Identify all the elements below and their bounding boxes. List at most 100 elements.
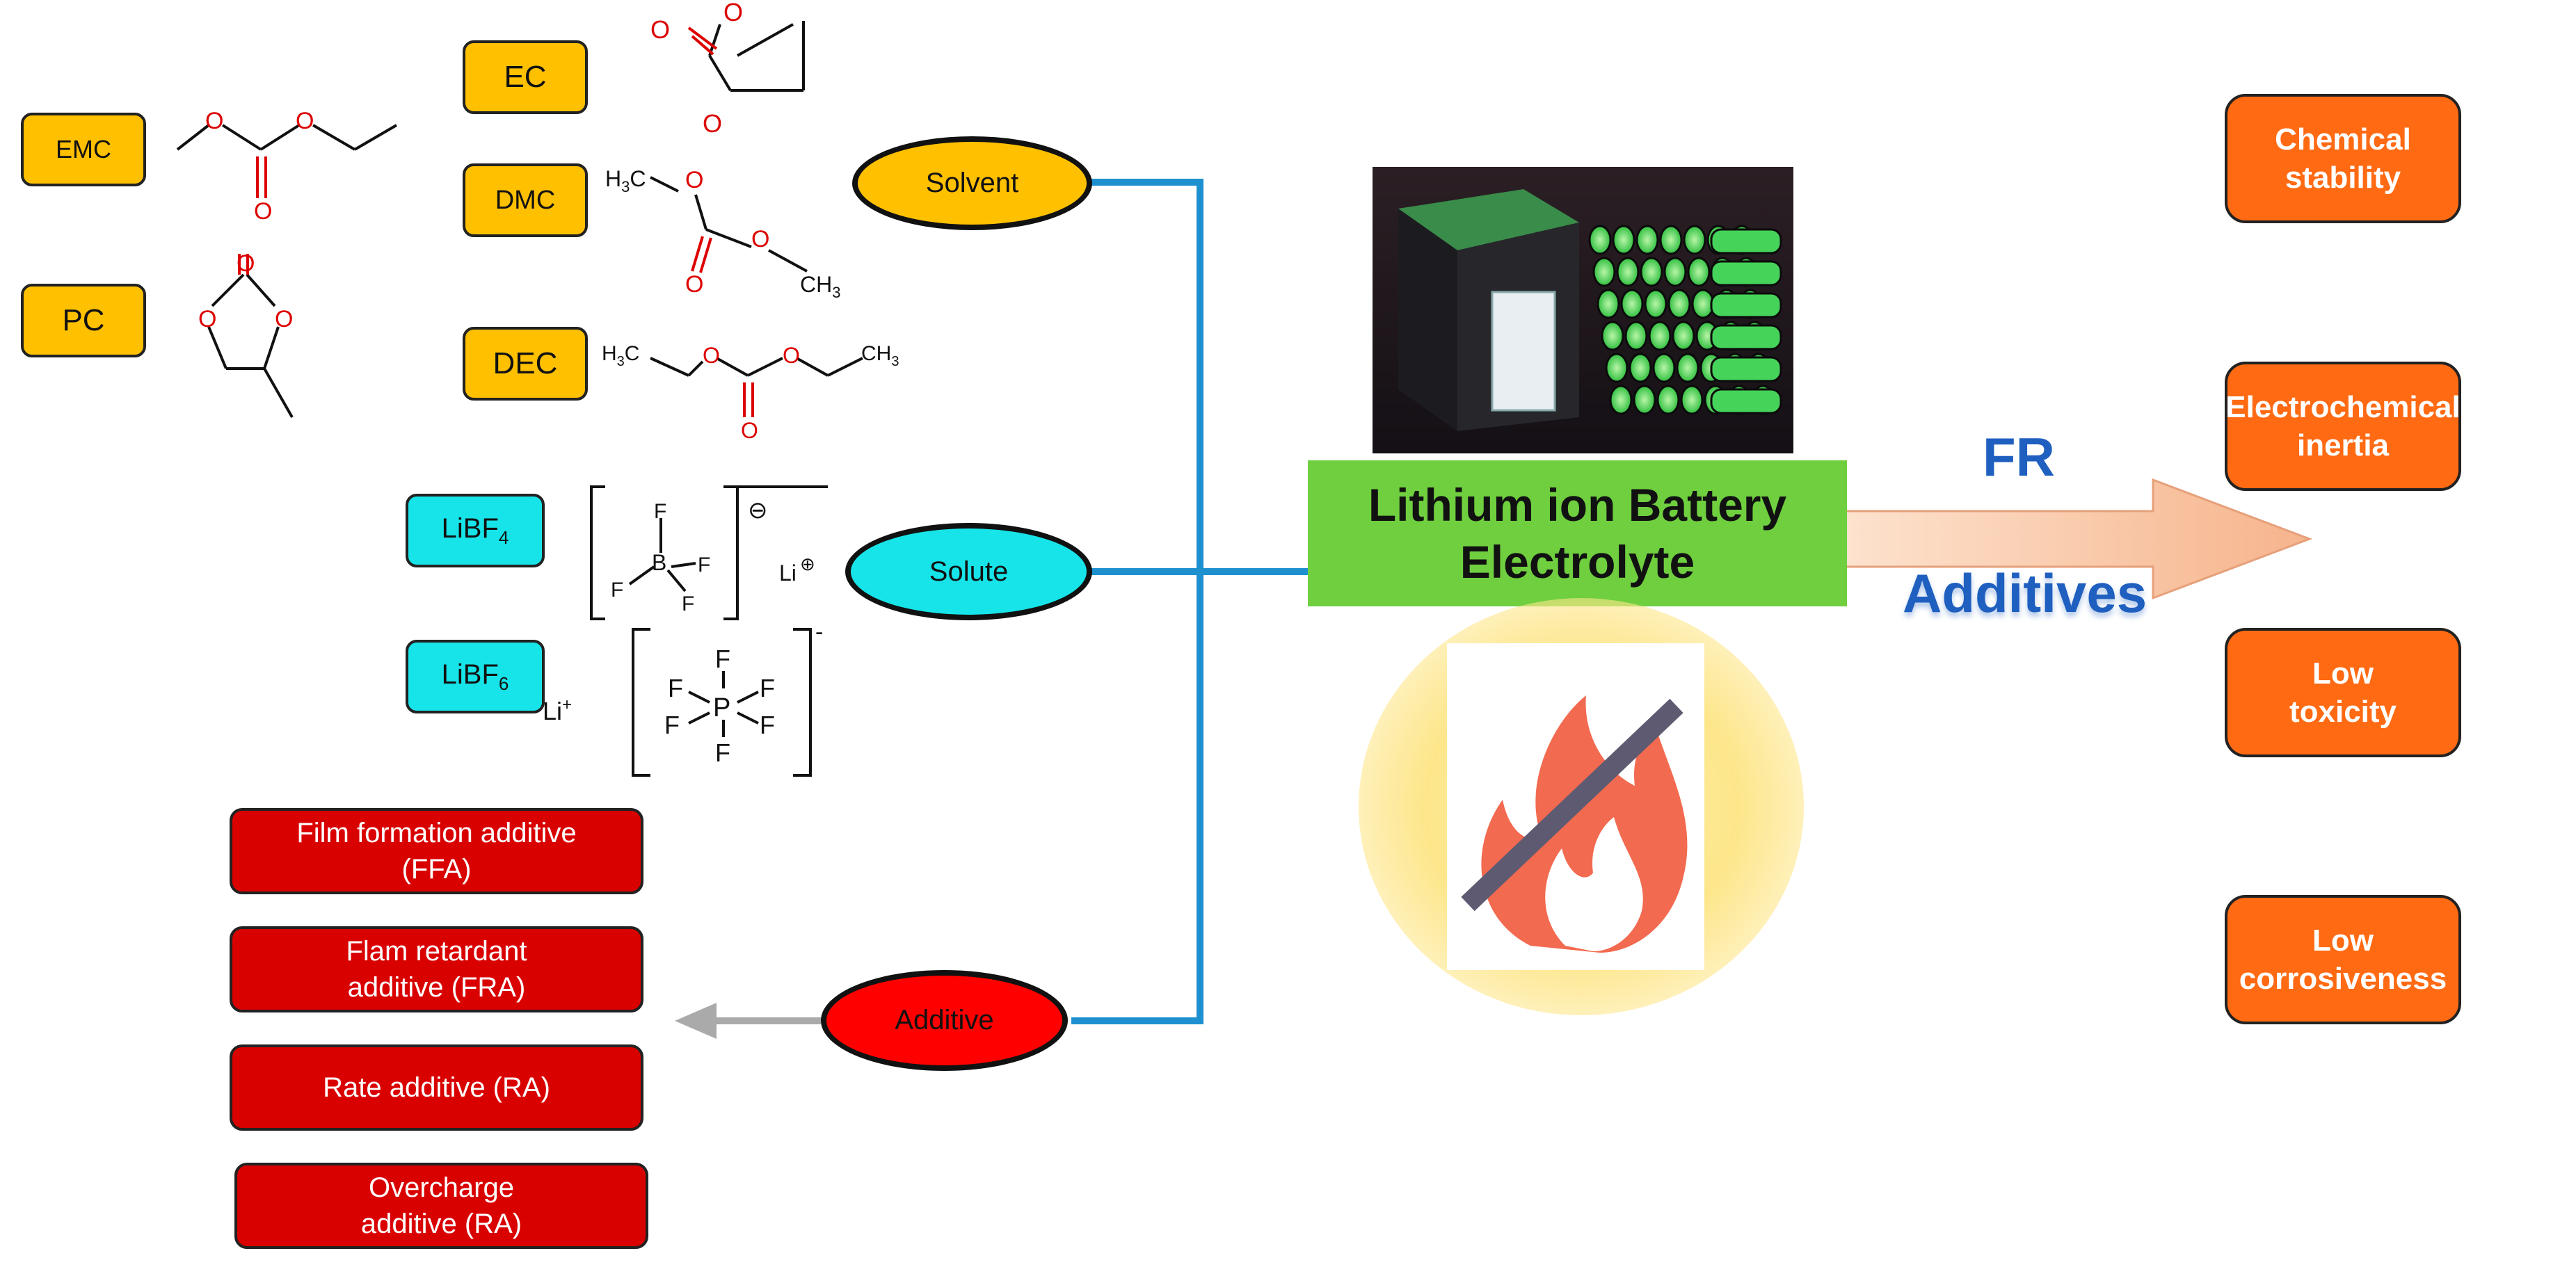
no-fire-slash bbox=[1461, 698, 1683, 912]
battery-cell-side bbox=[1710, 260, 1782, 287]
solvent-dec-box: DEC bbox=[463, 327, 588, 401]
battery-cell bbox=[1644, 289, 1667, 319]
property-3-line1: Low bbox=[2312, 656, 2374, 691]
center-electrolyte-box: Lithium ion Battery Electrolyte bbox=[1308, 460, 1847, 606]
battery-cell bbox=[1663, 257, 1687, 287]
ec-o-top: O bbox=[650, 15, 670, 44]
property-low-corrosiveness: Low corrosiveness bbox=[2225, 895, 2461, 1024]
additive-type-ffa-line2: (FFA) bbox=[401, 854, 472, 885]
additive-type-fra: Flam retardant additive (FRA) bbox=[230, 926, 643, 1012]
emc-structure bbox=[176, 124, 398, 198]
property-2-line1: Electrochemical bbox=[2225, 390, 2461, 424]
dec-o3: O bbox=[741, 418, 758, 443]
connector-solvent bbox=[1071, 179, 1203, 1024]
dec-ch3: CH3 bbox=[861, 342, 899, 369]
battery-cell-side bbox=[1710, 388, 1782, 414]
dmc-h3c: H3C bbox=[605, 166, 646, 195]
solute-libf6-label: LiBF6 bbox=[441, 659, 509, 694]
dmc-o2: O bbox=[751, 226, 769, 252]
solvent-emc-label: EMC bbox=[56, 135, 111, 163]
additive-type-ra: Rate additive (RA) bbox=[230, 1044, 643, 1131]
emc-o3: O bbox=[254, 198, 272, 225]
additive-type-ffa: Film formation additive (FFA) bbox=[230, 808, 643, 894]
pf6-f-ul: F bbox=[668, 674, 683, 702]
battery-cell bbox=[1588, 225, 1612, 255]
pf6-f-top: F bbox=[715, 645, 730, 673]
battery-cell bbox=[1620, 289, 1644, 319]
battery-cell bbox=[1659, 225, 1683, 255]
fr-arrow-shape bbox=[1835, 478, 2313, 600]
pc-o-left: O bbox=[198, 306, 216, 332]
solvent-node: Solvent bbox=[852, 136, 1092, 230]
solvent-ec-box: EC bbox=[463, 40, 588, 114]
pf6-f-ur: F bbox=[760, 674, 775, 702]
solvent-dmc-box: DMC bbox=[463, 163, 588, 237]
property-2-line2: inertia bbox=[2296, 428, 2390, 462]
dec-o1: O bbox=[703, 343, 720, 368]
dmc-o3: O bbox=[685, 271, 703, 298]
bf4-li: Li bbox=[779, 560, 797, 586]
battery-cells bbox=[1588, 225, 1782, 415]
solvent-dmc-label: DMC bbox=[495, 185, 556, 215]
battery-cell bbox=[1652, 353, 1676, 383]
pf6-minus: - bbox=[815, 619, 823, 645]
center-line2: Electrolyte bbox=[1459, 536, 1695, 588]
additive-arrow-head bbox=[675, 1003, 717, 1039]
pf6-structure bbox=[632, 628, 812, 777]
dmc-structure bbox=[650, 176, 808, 273]
battery-cell bbox=[1640, 257, 1663, 287]
property-1-line2: stability bbox=[2285, 161, 2401, 195]
solvent-ec-label: EC bbox=[504, 60, 547, 94]
battery-cell bbox=[1680, 385, 1704, 415]
additive-type-overcharge-line2: additive (RA) bbox=[360, 1209, 522, 1239]
property-4-line1: Low bbox=[2312, 923, 2374, 958]
bf4-f-top: F bbox=[654, 500, 666, 523]
solute-libf4-box: LiBF4 bbox=[406, 494, 545, 567]
additive-type-overcharge: Overcharge additive (RA) bbox=[234, 1163, 648, 1249]
battery-cell-side bbox=[1710, 356, 1782, 382]
additive-type-overcharge-line1: Overcharge bbox=[369, 1172, 514, 1203]
battery-cell bbox=[1676, 353, 1699, 383]
battery-cell bbox=[1687, 257, 1711, 287]
pf6-p: P bbox=[713, 693, 730, 723]
pc-o-top: O bbox=[237, 250, 255, 277]
solvent-pc-box: PC bbox=[21, 284, 146, 357]
bf4-f-right: F bbox=[698, 554, 710, 576]
dec-structure bbox=[650, 357, 863, 417]
pf6-li: Li+ bbox=[543, 695, 572, 725]
battery-cell bbox=[1629, 353, 1652, 383]
battery-cell bbox=[1633, 385, 1656, 415]
ec-o-ring2: O bbox=[703, 109, 722, 138]
pc-o-right: O bbox=[275, 306, 293, 332]
emc-o1: O bbox=[205, 108, 223, 134]
dec-o2: O bbox=[783, 343, 800, 368]
additive-type-ra-line1: Rate additive (RA) bbox=[323, 1072, 550, 1103]
solute-node: Solute bbox=[845, 523, 1092, 620]
property-chemical-stability: Chemical stability bbox=[2225, 94, 2461, 223]
battery-cell bbox=[1601, 321, 1624, 351]
additive-type-fra-line1: Flam retardant bbox=[346, 936, 527, 967]
battery-cell bbox=[1616, 257, 1640, 287]
solvent-emc-box: EMC bbox=[21, 113, 146, 186]
pf6-f-bottom: F bbox=[715, 739, 730, 767]
solute-libf6-box: LiBF6 bbox=[406, 640, 545, 713]
battery-cell-side bbox=[1710, 228, 1782, 255]
bf4-structure bbox=[590, 485, 828, 620]
bf4-f-left: F bbox=[611, 579, 623, 602]
additive-node: Additive bbox=[821, 970, 1068, 1071]
pf6-f-ll: F bbox=[664, 711, 680, 739]
battery-cell bbox=[1635, 225, 1659, 255]
center-line1: Lithium ion Battery bbox=[1368, 478, 1787, 531]
ec-structure bbox=[687, 21, 805, 92]
bf4-b: B bbox=[652, 550, 666, 575]
bf4-ominus: ⊖ bbox=[748, 497, 768, 524]
ec-o-ring1: O bbox=[723, 0, 743, 26]
emc-o2: O bbox=[296, 108, 314, 134]
battery-cell bbox=[1605, 353, 1629, 383]
fr-label: FR bbox=[1983, 426, 2055, 487]
